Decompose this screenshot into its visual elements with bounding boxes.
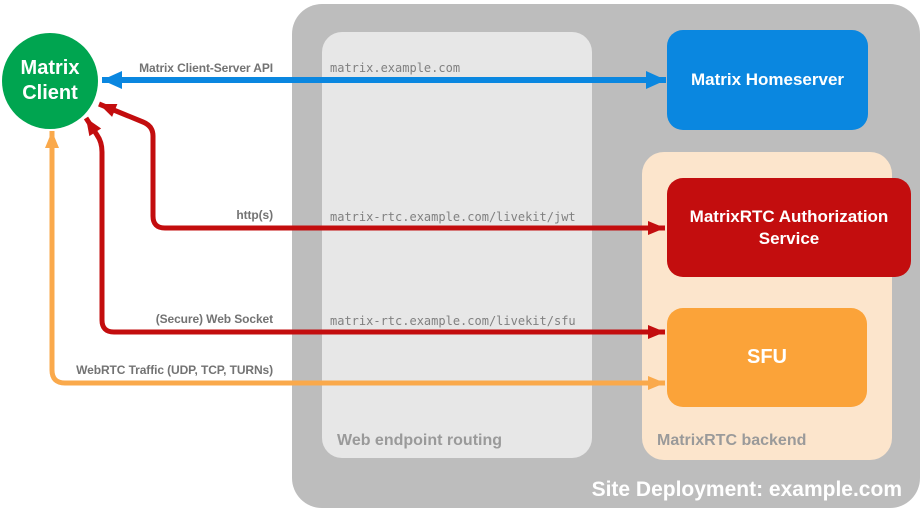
web-endpoint-routing-box bbox=[322, 32, 592, 458]
endpoint-livekit-jwt-path: matrix-rtc.example.com/livekit/jwt bbox=[330, 210, 576, 224]
sfu-node: SFU bbox=[667, 308, 867, 407]
endpoint-livekit-sfu-path: matrix-rtc.example.com/livekit/sfu bbox=[330, 314, 576, 328]
endpoint-homeserver-domain: matrix.example.com bbox=[330, 61, 461, 75]
https-arrow-label: http(s) bbox=[236, 208, 273, 222]
matrixrtc-authorization-service-node: MatrixRTC Authorization Service bbox=[667, 178, 911, 277]
webrtc-traffic-arrow-label: WebRTC Traffic (UDP, TCP, TURNs) bbox=[76, 363, 273, 377]
matrix-client-node: Matrix Client bbox=[2, 33, 98, 129]
site-deployment-label: Site Deployment: example.com bbox=[591, 478, 902, 501]
matrixrtc-backend-label: MatrixRTC backend bbox=[657, 432, 807, 449]
matrix-homeserver-node: Matrix Homeserver bbox=[667, 30, 868, 130]
websocket-arrow-label: (Secure) Web Socket bbox=[155, 312, 273, 326]
web-endpoint-routing-label: Web endpoint routing bbox=[337, 432, 503, 449]
